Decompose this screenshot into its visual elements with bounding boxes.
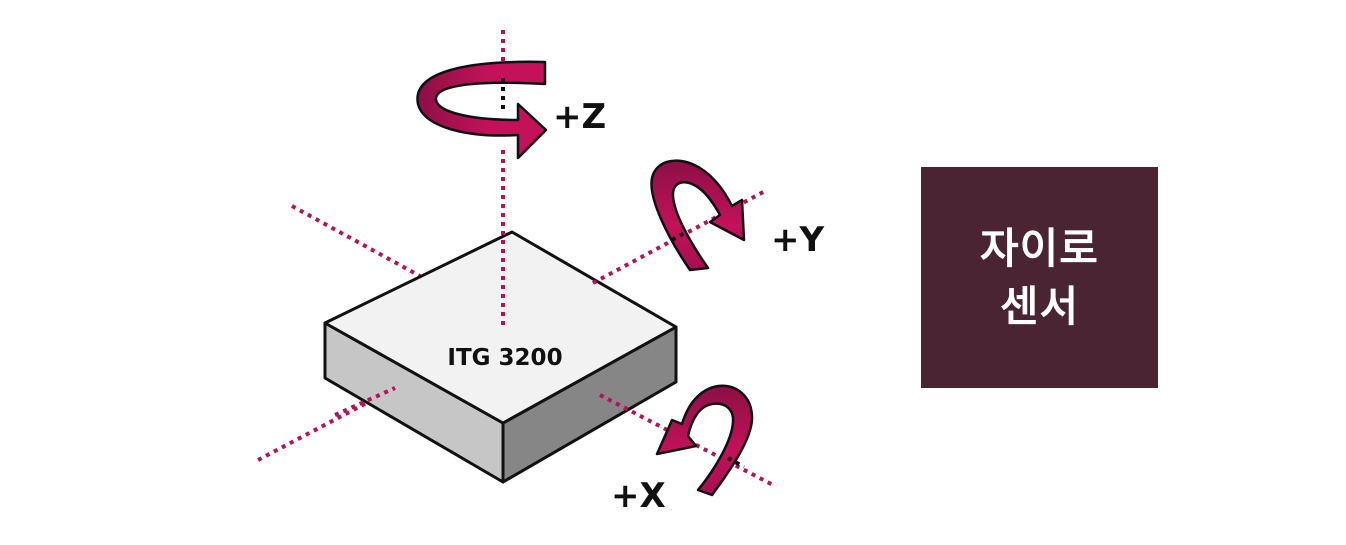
x-rotation-arrow-icon — [655, 384, 754, 497]
x-axis-front-line — [334, 386, 396, 417]
gyro-sensor-box: 자이로 센서 — [921, 167, 1158, 388]
sensor-title-line2: 센서 — [999, 281, 1080, 331]
y-axis-back-line — [291, 204, 421, 278]
chip-top-face — [323, 230, 678, 425]
x-axis-label: +X — [611, 476, 666, 516]
y-rotation-arrow-icon — [650, 159, 746, 272]
z-rotation-arrow-icon — [416, 60, 548, 160]
y-axis-label: +Y — [771, 220, 824, 260]
x-axis-front-line-right — [599, 393, 776, 488]
itg3200-chip — [323, 230, 678, 484]
z-axis-label: +Z — [553, 97, 606, 137]
sensor-title-line1: 자이로 — [980, 223, 1099, 273]
chip-label: ITG 3200 — [447, 345, 562, 371]
